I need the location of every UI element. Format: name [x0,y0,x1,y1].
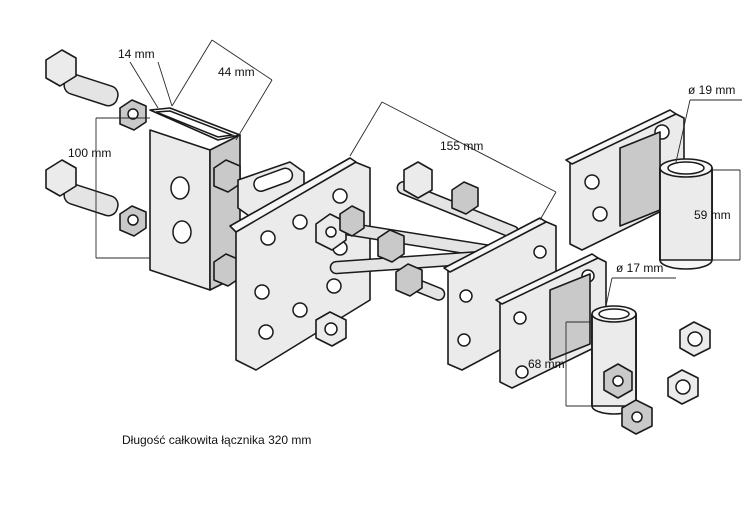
clamp-bolt-upper [45,49,147,131]
total-length-caption: Długość całkowita łącznika 320 mm [122,433,311,447]
loose-nuts [667,321,711,405]
pipe-bracket-small [495,253,653,435]
label-clamp-height: 100 mm [68,146,111,160]
pipe-bracket-large [565,109,713,270]
clamp-bolt-lower [45,159,147,237]
label-large-pipe-diameter: ø 19 mm [688,83,735,97]
label-clamp-width: 14 mm [118,47,155,61]
square-tube-clamp [45,49,241,291]
label-clamp-depth: 44 mm [218,65,255,79]
label-small-pipe-diameter: ø 17 mm [616,261,663,275]
dimension-lines [95,39,742,407]
label-large-pipe-height: 59 mm [694,208,731,222]
label-bolt-span: 155 mm [440,139,483,153]
label-small-pipe-height: 68 mm [528,357,565,371]
